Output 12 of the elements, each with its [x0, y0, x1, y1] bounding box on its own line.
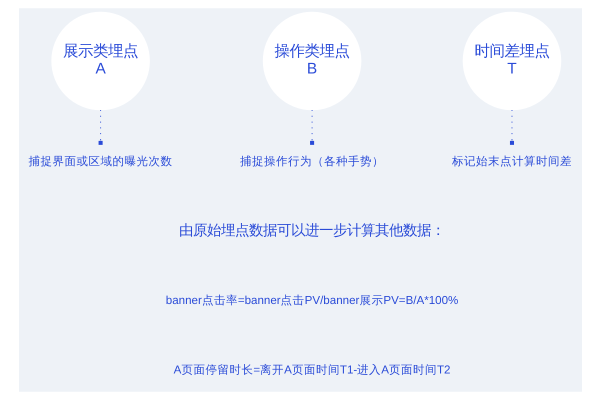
label: 由原始埋点数据可以进一步计算其他数据：	[178, 222, 445, 239]
connector	[98, 109, 102, 145]
node-text: 捕捉界面或区域的曝光次数	[28, 156, 172, 168]
node-text: 捕捉操作行为（各种手势）	[240, 156, 384, 168]
label: A页面停留时长=离开A页面时间T1-进入A页面时间T2	[173, 364, 450, 376]
node-circle: 操作类埋点 B	[262, 12, 361, 110]
node-text: 标记始末点计算时间差	[451, 156, 572, 168]
connector	[509, 109, 514, 145]
connector	[310, 109, 314, 145]
label: banner点击率=banner点击PV/banner展示PV=B/A*100%	[165, 294, 458, 307]
node-circle: 展示类埋点 A	[50, 12, 150, 110]
node-circle: 时间差埋点 T	[462, 12, 561, 110]
